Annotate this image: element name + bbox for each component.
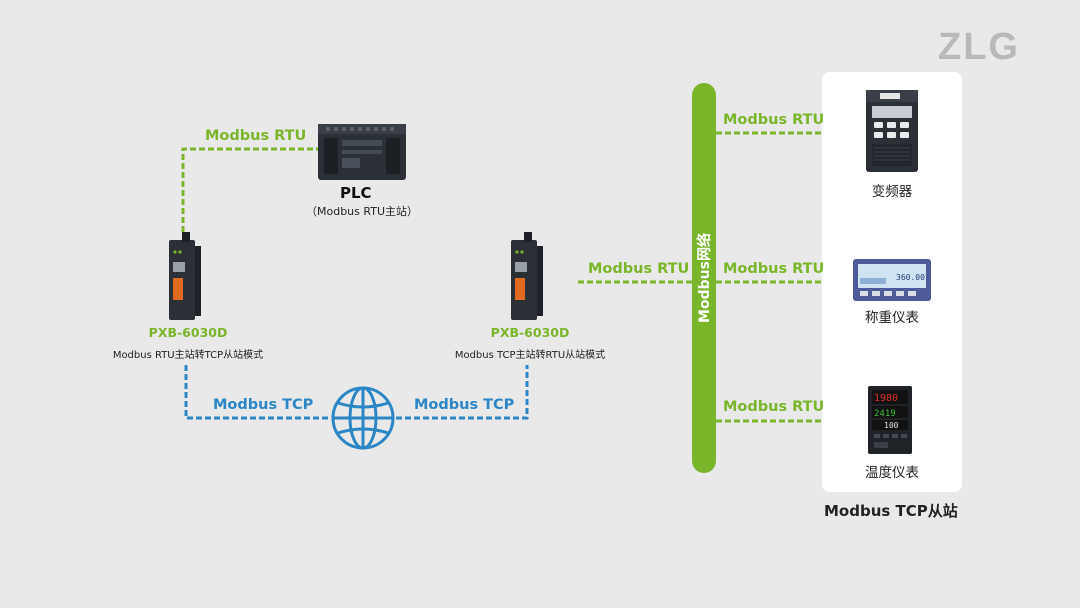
plc-icon xyxy=(318,124,406,180)
temperature-link-label: Modbus RTU xyxy=(723,399,825,415)
tcp-right-label: Modbus TCP xyxy=(414,397,515,413)
modbus-bus xyxy=(692,83,716,473)
gateway-bus-label: Modbus RTU xyxy=(588,261,690,277)
gateway-left-model: PXB-6030D xyxy=(148,325,228,340)
gateway-left-mode: Modbus RTU主站转TCP从站模式 xyxy=(112,350,264,361)
zlg-logo: ZLG xyxy=(938,26,1038,68)
weighing-link-label: Modbus RTU xyxy=(723,261,825,277)
gateway-left-icon xyxy=(169,232,201,320)
bus-label: Modbus网络 xyxy=(697,233,713,323)
slave-group-label: Modbus TCP从站 xyxy=(824,502,958,520)
plc-link-label: Modbus RTU xyxy=(205,128,307,144)
plc-title: PLC xyxy=(340,184,372,202)
svg-text:2419: 2419 xyxy=(874,409,896,419)
svg-text:ZLG: ZLG xyxy=(938,26,1020,66)
temperature-controller-icon: 1980 2419 100 xyxy=(868,386,912,454)
svg-text:100: 100 xyxy=(884,421,899,430)
weighing-indicator-icon: 360.00 xyxy=(853,259,931,301)
plc-rtu-link xyxy=(181,147,318,232)
gateway-right-model: PXB-6030D xyxy=(490,325,570,340)
tcp-link-left xyxy=(184,365,330,420)
weighing-indicator-label: 称重仪表 xyxy=(865,310,919,326)
globe-icon xyxy=(331,386,395,450)
inverter-label: 变频器 xyxy=(871,184,913,200)
plc-subtitle: （Modbus RTU主站） xyxy=(306,205,418,218)
tcp-link-right xyxy=(396,365,529,420)
inverter-link-label: Modbus RTU xyxy=(723,112,825,128)
svg-text:360.00: 360.00 xyxy=(896,273,925,282)
gateway-right-icon xyxy=(511,232,543,320)
temperature-controller-label: 温度仪表 xyxy=(865,465,919,481)
svg-text:1980: 1980 xyxy=(874,393,898,404)
tcp-left-label: Modbus TCP xyxy=(213,397,314,413)
inverter-icon xyxy=(866,90,918,172)
gateway-right-mode: Modbus TCP主站转RTU从站模式 xyxy=(454,350,606,361)
